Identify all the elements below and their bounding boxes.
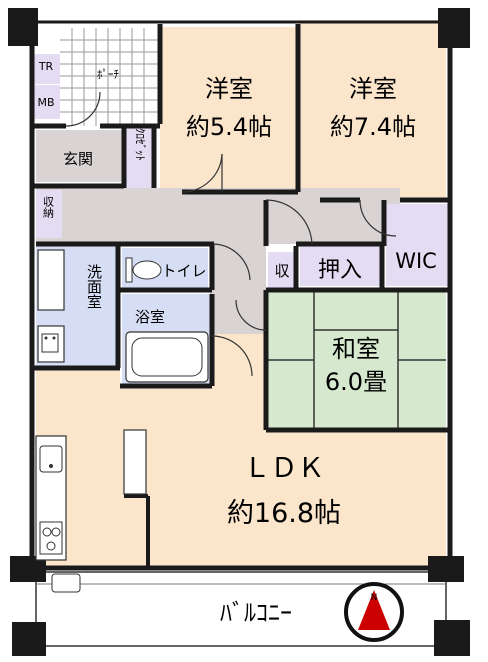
- porch-floor: [60, 28, 160, 126]
- entrance-floor: [36, 130, 124, 182]
- north-arrow-icon: N: [344, 582, 404, 642]
- washing-machine-icon: [37, 249, 65, 311]
- japanese-room-size: 6.0畳: [325, 368, 387, 396]
- ldk-name: ＬＤＫ: [244, 453, 325, 484]
- column-mid-right: [428, 556, 464, 582]
- western-room-2-floor: [298, 20, 446, 200]
- doors: [65, 91, 397, 377]
- entrance-label: 玄関: [63, 150, 93, 168]
- tr-floor: [33, 54, 60, 84]
- western-room-1-size: 約5.4帖: [186, 113, 272, 141]
- vanity: [37, 325, 65, 363]
- mb-label: MB: [37, 96, 54, 109]
- svg-text:N: N: [371, 593, 378, 603]
- shoe-storage-label: 収納: [42, 196, 55, 219]
- column-top-right: [438, 8, 470, 48]
- column-top-left: [8, 8, 38, 46]
- washroom-label: 洗面室: [85, 264, 103, 309]
- western-room-1-floor: [160, 27, 298, 192]
- ldk-floor: [36, 334, 446, 566]
- porch-grid: [60, 28, 160, 126]
- bathtub-icon: [125, 331, 209, 383]
- sink-icon: [39, 445, 63, 473]
- western-room-2-name: 洋室: [349, 75, 397, 103]
- bath-label: 浴室: [135, 308, 165, 326]
- walls: [29, 20, 453, 571]
- ldk-size: 約16.8帖: [227, 498, 341, 529]
- refrigerator: [123, 429, 147, 495]
- hallway-floor: [36, 188, 400, 244]
- shoe-storage-floor: [36, 190, 62, 238]
- column-bottom-left: [12, 622, 46, 656]
- closet-floor: [300, 246, 380, 286]
- porch-label: ﾎﾟｰﾁ: [97, 68, 119, 81]
- hallway-2-floor: [210, 244, 266, 334]
- stove-icon: [39, 521, 63, 555]
- wic-floor: [386, 204, 448, 286]
- small-storage-label: 収: [274, 262, 289, 280]
- toilet-icon: [125, 257, 162, 283]
- tr-label: TR: [38, 60, 54, 73]
- tatami-lines: [266, 292, 446, 428]
- column-bottom-right: [434, 620, 470, 656]
- mb-floor: [33, 85, 60, 119]
- balcony-label: ﾊﾞﾙｺﾆｰ: [220, 599, 292, 627]
- walk-closet-floor: [124, 124, 154, 188]
- small-storage-floor: [268, 252, 296, 288]
- closet-label: 押入: [318, 258, 362, 283]
- japanese-room-name: 和室: [332, 335, 380, 363]
- wic-label: WIC: [395, 249, 437, 273]
- outdoor-unit: [51, 573, 81, 593]
- western-room-2-size: 約7.4帖: [330, 113, 416, 141]
- western-room-1-name: 洋室: [205, 75, 253, 103]
- toilet-label: トイレ: [161, 262, 206, 280]
- walk-closet-label: ｸﾛｾﾞｯﾄ: [134, 128, 147, 161]
